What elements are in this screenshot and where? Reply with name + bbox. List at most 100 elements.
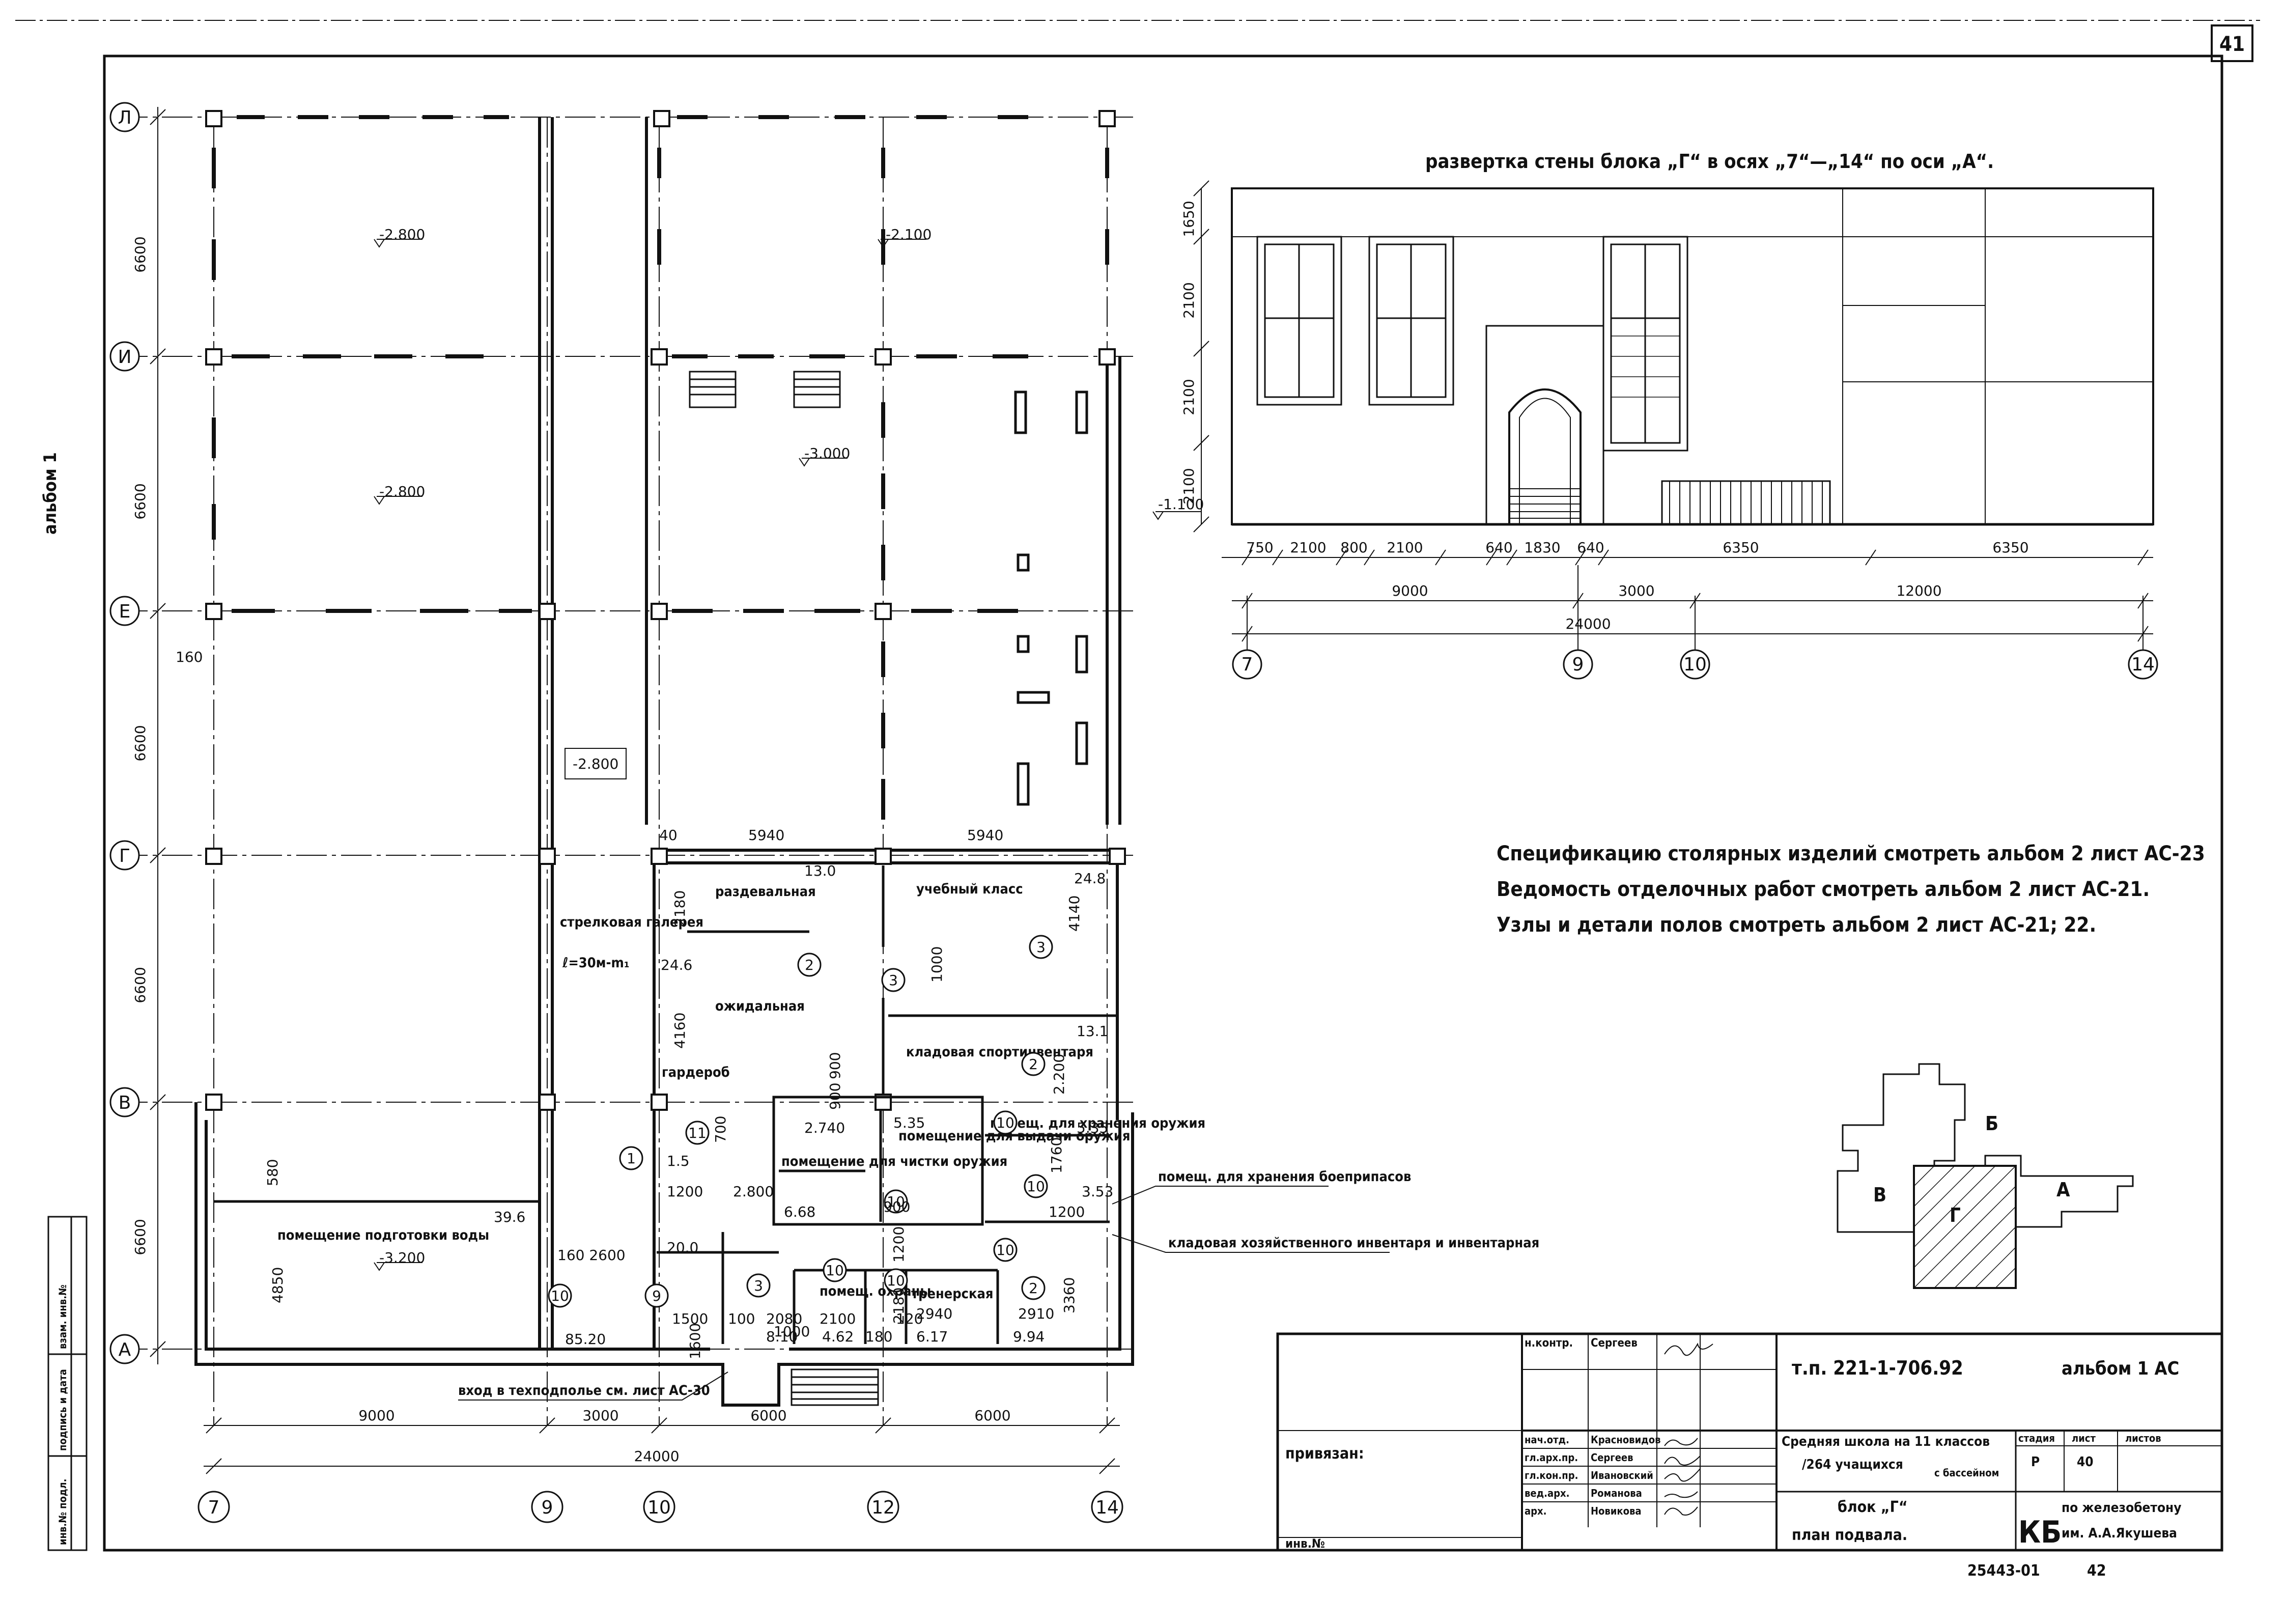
room-guard: помещ. охраны (820, 1283, 931, 1299)
role-label: гл.арх.пр. (1525, 1451, 1578, 1464)
svg-text:1760: 1760 (1048, 1137, 1065, 1173)
svg-text:2180: 2180 (671, 890, 688, 927)
room-mark: 2 (1029, 1280, 1038, 1297)
axis-label-L: Л (118, 107, 131, 128)
org-mark: КБ (2018, 1515, 2062, 1550)
room-gun-cleaning: помещение для чистки оружия (781, 1154, 1007, 1169)
elevation-axes (1232, 649, 2158, 680)
attached-label: привязан: (1285, 1445, 1364, 1463)
key-plan-label: В (1873, 1184, 1886, 1206)
level: -2.800 (379, 483, 425, 500)
left-dim: 6600 (132, 725, 149, 761)
axis-label-E: Е (119, 601, 131, 622)
sheet-frame (15, 20, 2260, 1552)
svg-text:40: 40 (659, 827, 678, 844)
svg-text:640: 640 (1577, 539, 1604, 556)
svg-text:800: 800 (1340, 539, 1367, 556)
title-block (1276, 1332, 2223, 1552)
svg-text:13.1: 13.1 (1077, 1023, 1108, 1040)
axis-label-7: 7 (208, 1497, 220, 1518)
svg-text:2940: 2940 (916, 1305, 952, 1322)
elevation-axis-7: 7 (1242, 654, 1253, 675)
svg-text:6350: 6350 (1723, 539, 1759, 556)
stage-label: стадия (2018, 1432, 2055, 1444)
elevation-dims-row2: 9000 3000 12000 (1392, 582, 1941, 599)
room-mark: 10 (887, 1193, 905, 1210)
svg-text:700: 700 (712, 1116, 729, 1143)
svg-text:1200: 1200 (890, 1226, 907, 1263)
left-dim: 6600 (132, 483, 149, 519)
room-mark: 10 (1027, 1178, 1045, 1195)
svg-text:2100: 2100 (1180, 282, 1197, 318)
callout-ammo-storage: помещ. для хранения боеприпасов (1158, 1169, 1411, 1185)
svg-text:5940: 5940 (967, 827, 1003, 844)
role-name: Сергеев (1591, 1337, 1638, 1350)
level: -2.800 (379, 226, 425, 243)
bottom-dimension-lines (204, 1417, 1120, 1474)
svg-text:640: 640 (1485, 539, 1512, 556)
doc-code: т.п. 221-1-706.92 (1792, 1357, 1963, 1379)
svg-text:900: 900 (883, 1198, 910, 1215)
svg-text:85.20: 85.20 (565, 1331, 606, 1348)
left-dim: 6600 (132, 1219, 149, 1255)
axis-label-10: 10 (647, 1497, 671, 1518)
side-stamp-label: подпись и дата (57, 1369, 69, 1451)
svg-text:120: 120 (896, 1310, 923, 1327)
svg-text:2.800: 2.800 (733, 1183, 774, 1200)
project-name: Средняя школа на 11 классов (1782, 1434, 1990, 1449)
svg-text:1830: 1830 (1524, 539, 1560, 556)
svg-text:1.5: 1.5 (667, 1153, 690, 1169)
callout-household-store: кладовая хозяйственного инвентаря и инве… (1168, 1235, 1539, 1251)
svg-text:4160: 4160 (671, 1013, 688, 1049)
svg-text:1650: 1650 (1180, 201, 1197, 237)
plan-row-axes (109, 102, 140, 1364)
svg-text:3.53: 3.53 (1082, 1183, 1113, 1200)
svg-text:4850: 4850 (269, 1267, 286, 1303)
svg-text:2100: 2100 (1387, 539, 1423, 556)
level: -2.800 (573, 755, 618, 772)
svg-text:24.8: 24.8 (1074, 870, 1106, 887)
sheet-label: лист (2072, 1432, 2096, 1444)
elevation-total: 24000 (1565, 615, 1611, 632)
svg-text:160 2600: 160 2600 (557, 1247, 626, 1264)
left-dim: 6600 (132, 236, 149, 272)
inv-label: инв.№ (1285, 1536, 1325, 1551)
axis-label-I: И (118, 347, 132, 368)
floor-plan (117, 110, 1135, 1425)
room-coach: тренерская (911, 1286, 993, 1302)
level: -3.200 (379, 1249, 425, 1266)
svg-text:4140: 4140 (1066, 895, 1083, 932)
svg-text:580: 580 (264, 1159, 281, 1186)
svg-text:5.35: 5.35 (1077, 1119, 1108, 1136)
sheet-name: план подвала. (1792, 1526, 1907, 1544)
archive-stamp: 25443-01 (1967, 1562, 2040, 1580)
elevation-level: -1.100 (1158, 496, 1204, 513)
svg-text:39.6: 39.6 (494, 1209, 525, 1225)
room-mark: 11 (688, 1125, 707, 1141)
svg-text:100: 100 (728, 1310, 755, 1327)
elevation-axis-14: 14 (2131, 654, 2155, 675)
side-stamp-label: взам. инв.№ (57, 1284, 69, 1349)
axis-label-14: 14 (1095, 1497, 1119, 1518)
small-dimensions: 160 5940 5940 40 2180 4160 24.6 13.0 24.… (176, 649, 1113, 1359)
axis-label-V: В (119, 1093, 131, 1113)
role-name: Красновидов (1591, 1434, 1660, 1446)
svg-text:1500: 1500 (672, 1310, 708, 1327)
key-plan-label: А (2056, 1179, 2070, 1201)
bottom-total-dim: 24000 (634, 1448, 679, 1465)
room-gallery-length: ℓ=30м-m₁ (562, 955, 630, 971)
block-name: блок „Г“ (1838, 1498, 1908, 1516)
note-finishing-schedule: Ведомость отделочных работ смотреть альб… (1497, 878, 2150, 901)
svg-text:1600: 1600 (687, 1323, 703, 1359)
callout-tech-entrance: вход в техподполье см. лист АС-30 (458, 1383, 710, 1398)
svg-text:2910: 2910 (1018, 1305, 1054, 1322)
level: -2.100 (886, 226, 932, 243)
room-mark: 1 (627, 1150, 636, 1167)
svg-text:160: 160 (176, 649, 203, 665)
room-mark: 10 (996, 1242, 1014, 1258)
room-mark: 10 (826, 1262, 844, 1279)
svg-text:6.68: 6.68 (784, 1203, 815, 1220)
room-waiting: ожидальная (715, 998, 805, 1014)
room-mark: 3 (1036, 939, 1046, 956)
side-stamp (47, 1216, 88, 1551)
